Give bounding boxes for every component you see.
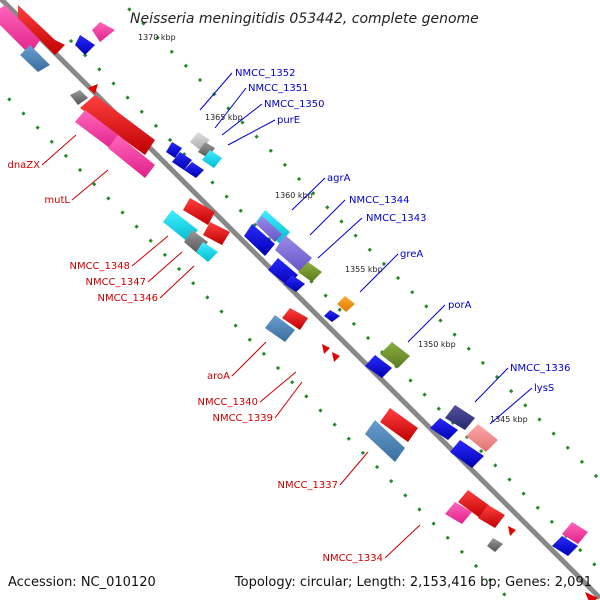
gene-label-nmcc-1343: NMCC_1343	[366, 213, 427, 224]
forward-genes	[166, 132, 588, 556]
gene-arrow	[552, 536, 578, 556]
tick-label: 1345 kbp	[490, 415, 528, 424]
gene-arrow	[166, 142, 182, 158]
gene-arrow	[298, 262, 322, 282]
gene-label-nmcc-1348: NMCC_1348	[69, 261, 130, 272]
gene-label-nmcc-1339: NMCC_1339	[212, 413, 273, 424]
gene-arrow	[75, 35, 95, 55]
tick-track-inner	[117, 0, 600, 483]
tick-label: 1355 kbp	[345, 265, 383, 274]
gene-label-nmcc-1352: NMCC_1352	[235, 68, 296, 79]
gene-arrow	[450, 440, 484, 468]
gene-arrow	[18, 5, 65, 55]
gene-label-mutl: mutL	[44, 195, 70, 206]
gene-arrow	[445, 405, 475, 430]
tick-label: 1360 kbp	[275, 191, 313, 200]
gene-arrow	[478, 505, 505, 528]
gene-arrow	[324, 310, 340, 322]
tick-label: 1365 kbp	[205, 113, 243, 122]
gene-arrow	[202, 150, 222, 168]
accession-text: Accession: NC_010120	[8, 575, 156, 590]
gene-arrow	[284, 275, 305, 292]
tick-label: 1350 kbp	[418, 340, 456, 349]
gene-arrow	[196, 242, 218, 262]
gene-label-nmcc-1347: NMCC_1347	[85, 277, 146, 288]
gene-label-aroa: aroA	[207, 371, 230, 382]
gene-arrow	[203, 222, 230, 245]
gene-label-agra: agrA	[327, 173, 351, 184]
gene-arrow	[80, 95, 155, 155]
gene-label-nmcc-1337: NMCC_1337	[277, 480, 338, 491]
gene-label-dnazx: dnaZX	[7, 160, 40, 171]
gene-arrow	[256, 216, 282, 242]
gene-arrow	[108, 135, 155, 178]
gene-arrow	[275, 235, 312, 272]
gene-label-pure: purE	[277, 115, 300, 126]
gene-arrow	[190, 132, 210, 150]
gene-arrow	[562, 522, 588, 544]
gene-arrow	[70, 90, 88, 105]
gene-label-nmcc-1344: NMCC_1344	[349, 195, 410, 206]
gene-arrow	[337, 296, 355, 312]
gene-arrow	[380, 342, 410, 368]
gene-arrow	[172, 152, 192, 170]
gene-label-nmcc-1340: NMCC_1340	[197, 397, 258, 408]
gene-arrow	[92, 22, 115, 42]
gene-arrow	[430, 418, 458, 440]
gene-label-nmcc-1346: NMCC_1346	[97, 293, 158, 304]
gene-arrow	[75, 110, 125, 152]
gene-arrow	[0, 5, 40, 55]
reverse-genes	[0, 5, 598, 600]
gene-label-nmcc-1350: NMCC_1350	[264, 99, 325, 110]
gene-arrow	[466, 424, 498, 452]
gene-label-nmcc-1334: NMCC_1334	[322, 553, 383, 564]
gene-arrow	[20, 45, 50, 72]
gene-arrow	[163, 210, 198, 242]
gene-label-lyss: lysS	[534, 383, 554, 394]
gene-arrow	[332, 352, 340, 362]
gene-label-grea: greA	[400, 249, 423, 260]
gene-arrow	[365, 420, 405, 462]
gene-arrow	[88, 84, 98, 94]
gene-arrow	[487, 538, 503, 552]
forward-leader-lines	[199, 72, 533, 425]
gene-arrow	[244, 224, 275, 256]
gene-label-pora: porA	[448, 300, 472, 311]
map-title: Neisseria meningitidis 053442, complete …	[130, 11, 479, 27]
gene-arrow	[445, 502, 472, 524]
gene-arrow	[508, 526, 516, 536]
gene-arrow	[458, 490, 490, 518]
reverse-leader-lines	[41, 134, 421, 559]
gene-label-nmcc-1351: NMCC_1351	[248, 83, 309, 94]
gene-arrow	[322, 344, 330, 354]
gene-arrow	[380, 408, 418, 442]
tick-label: 1370 kbp	[138, 33, 176, 42]
gene-arrow	[282, 308, 308, 330]
gene-arrow	[184, 162, 204, 178]
gene-arrow	[585, 592, 598, 600]
gene-label-nmcc-1336: NMCC_1336	[510, 363, 571, 374]
gene-arrow	[183, 198, 215, 225]
gene-arrow	[365, 355, 392, 378]
gene-arrow	[265, 315, 295, 342]
topology-text: Topology: circular; Length: 2,153,416 bp…	[234, 575, 592, 590]
